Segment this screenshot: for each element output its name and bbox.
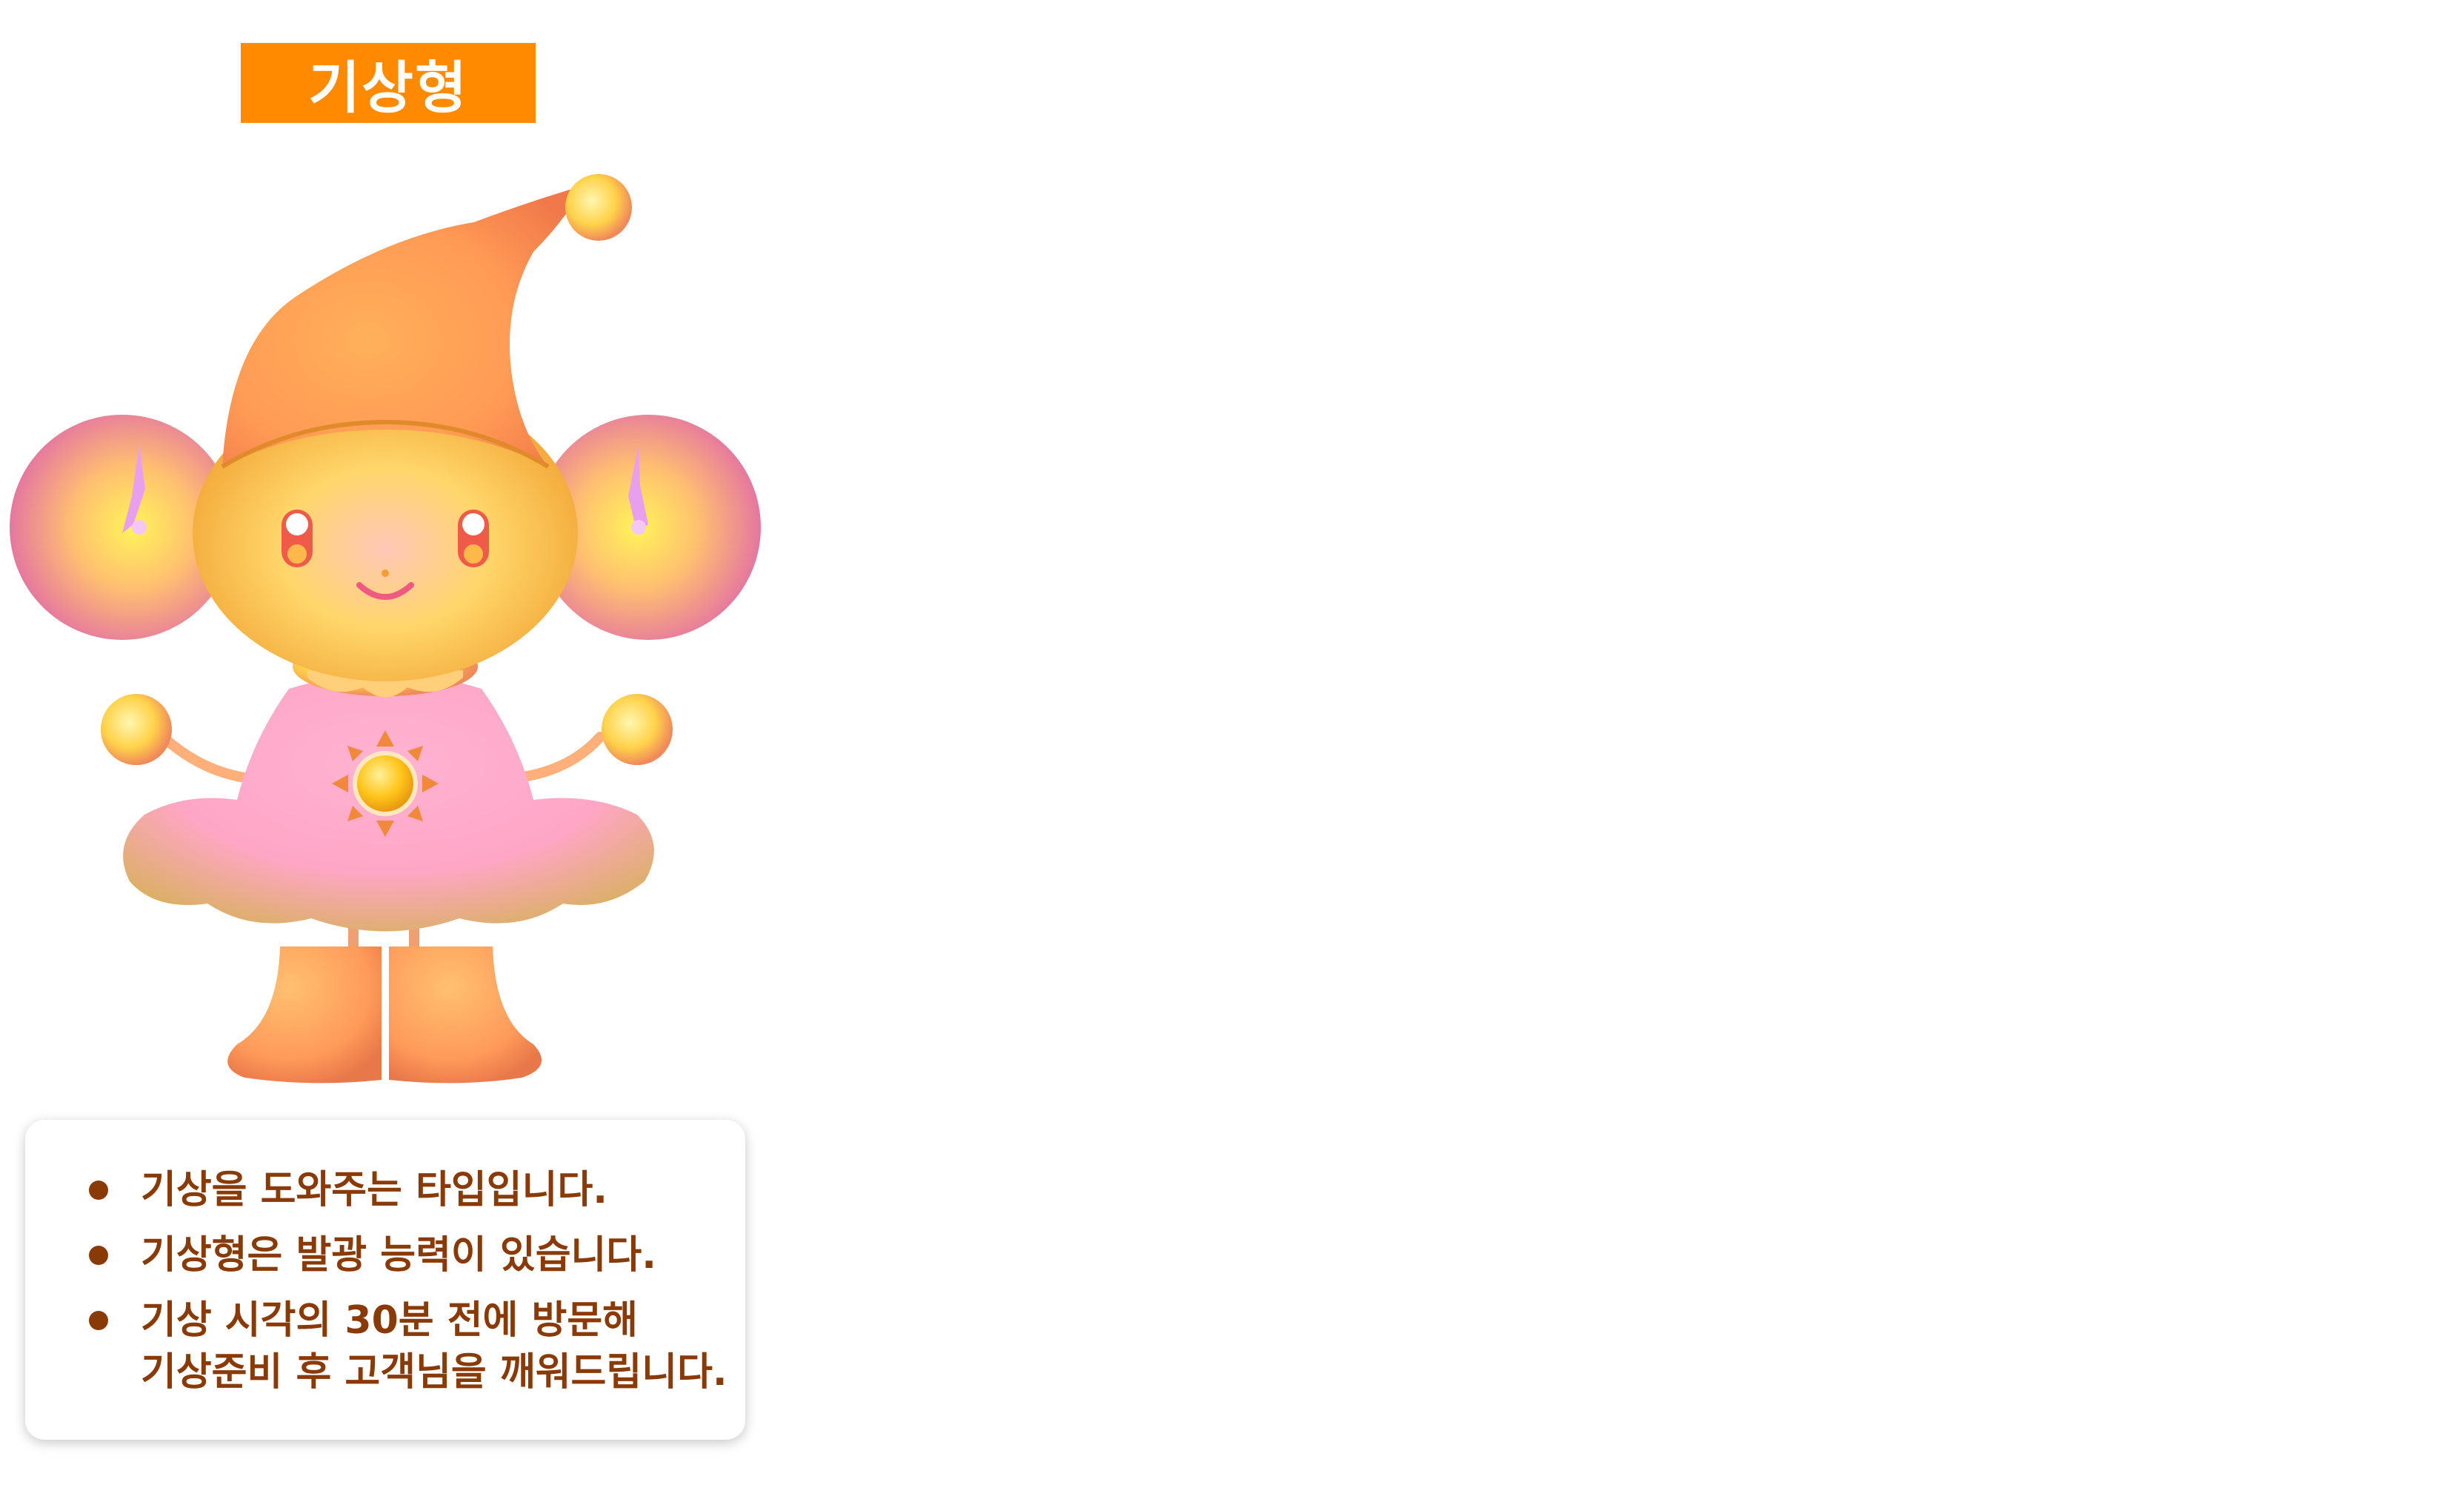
list-item-text: 기상을 도와주는 타입입니다.: [141, 1168, 608, 1212]
bullet-icon: [89, 1311, 108, 1330]
list-item-text-continued: 기상준비 후 고객님을 깨워드립니다.: [141, 1350, 727, 1395]
list-item: 기상형은 발광 능력이 있습니다.: [74, 1229, 716, 1281]
list-item: 기상을 도와주는 타입입니다.: [74, 1164, 716, 1216]
bullet-icon: [89, 1181, 108, 1200]
description-card: 기상을 도와주는 타입입니다. 기상형은 발광 능력이 있습니다. 기상 시각의…: [25, 1120, 745, 1440]
list-item-text: 기상형은 발광 능력이 있습니다.: [141, 1233, 656, 1278]
type-badge-label: 기상형: [308, 55, 468, 121]
type-badge: 기상형: [241, 43, 536, 123]
wake-up-mascot-icon: [10, 174, 761, 1084]
list-item-text: 기상 시각의 30분 전에 방문해: [141, 1298, 639, 1343]
list-item: 기상 시각의 30분 전에 방문해 기상준비 후 고객님을 깨워드립니다.: [74, 1295, 727, 1398]
bullet-icon: [89, 1246, 108, 1265]
